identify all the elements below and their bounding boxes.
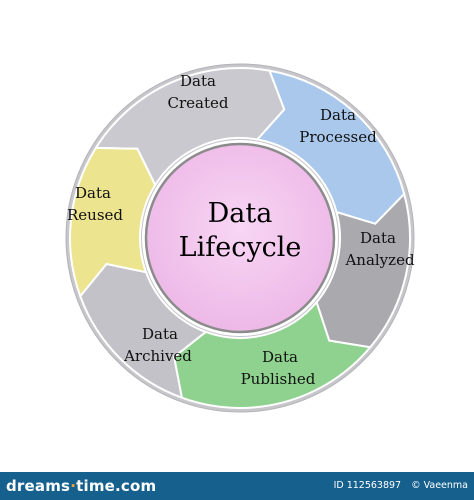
stage-created-line2: Created <box>168 94 229 112</box>
stage-analyzed-line1: Data <box>360 229 396 247</box>
stage-reused-line1: Data <box>75 184 111 202</box>
brand-suffix: time.com <box>76 477 157 495</box>
center-circle <box>144 142 336 334</box>
stage-processed: Data Processed <box>299 106 377 146</box>
stage-analyzed-line2: Analyzed <box>344 251 414 269</box>
stage-archived-line2: Archived <box>123 347 192 365</box>
stage-reused-line2: Reused <box>67 206 123 224</box>
stage-created: Data Created <box>168 72 229 112</box>
stage-published: Data Published <box>241 348 316 388</box>
stage-published-line2: Published <box>241 370 316 388</box>
stage-published-line1: Data <box>262 348 298 366</box>
footer-meta: ID 112563897 © Vaeenma <box>334 480 468 491</box>
lifecycle-diagram: Data Lifecycle Data Created Data Process… <box>65 63 415 413</box>
stage-reused: Data Reused <box>67 184 123 224</box>
footer-bar: dreams·time.com ID 112563897 © Vaeenma <box>0 472 474 500</box>
stage-archived: Data Archived <box>123 325 192 365</box>
stage-processed-line2: Processed <box>299 128 377 146</box>
brand-prefix: dreams <box>6 477 71 495</box>
segment-reused <box>69 146 157 299</box>
center-title-line2: Lifecycle <box>179 232 302 263</box>
image-id: ID 112563897 <box>333 480 402 491</box>
stage-created-line1: Data <box>180 72 216 90</box>
footer-brand[interactable]: dreams·time.com <box>6 477 156 495</box>
center-title-line1: Data <box>208 198 273 229</box>
stage-analyzed: Data Analyzed <box>344 229 414 269</box>
stage-processed-line1: Data <box>320 106 356 124</box>
brand-dot: · <box>70 477 77 495</box>
stage-archived-line1: Data <box>142 325 178 343</box>
author-credit: © Vaeenma <box>411 480 468 491</box>
